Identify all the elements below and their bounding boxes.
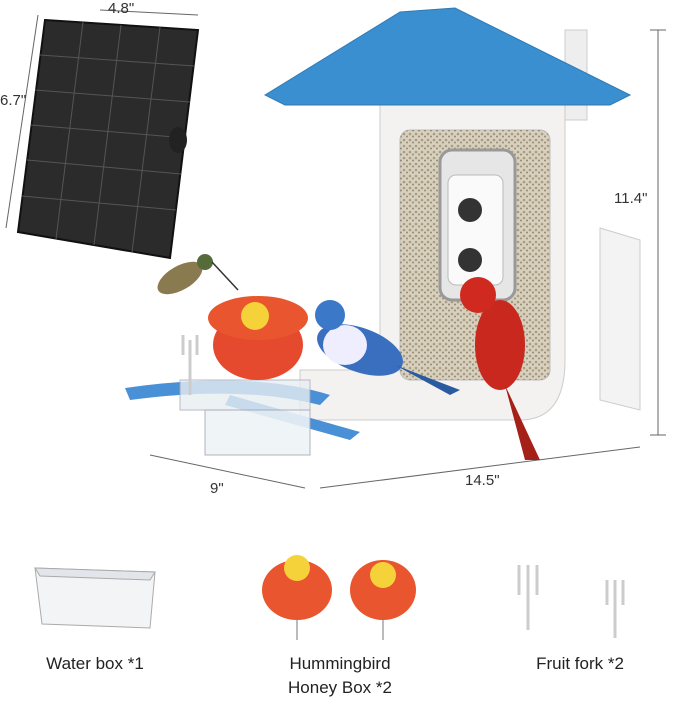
honey-box [208,296,308,380]
water-box [34,567,156,629]
honey-box-accessories [262,555,416,640]
panel-height-label: 6.7" [0,92,27,109]
honey-box-caption-line1: Hummingbird [289,654,391,673]
dimension-lines [5,9,666,489]
fruit-fork [181,335,199,395]
panel-width-label: 4.8" [108,0,135,17]
honey-box-caption-line2: Honey Box *2 [288,678,392,697]
feeder-depth-label: 9" [210,480,224,497]
water-box-caption: Water box *1 [46,654,144,673]
birds [157,254,540,460]
solar-panel [16,18,200,260]
feeder-width-label: 14.5" [465,472,500,489]
fruit-fork-caption: Fruit fork *2 [536,654,624,673]
feeder [263,7,641,421]
feeder-height-label: 11.4" [614,190,648,207]
honey-box-caption: Hummingbird Honey Box *2 [255,652,425,700]
fork-accessories [517,565,625,638]
perch [125,379,360,456]
